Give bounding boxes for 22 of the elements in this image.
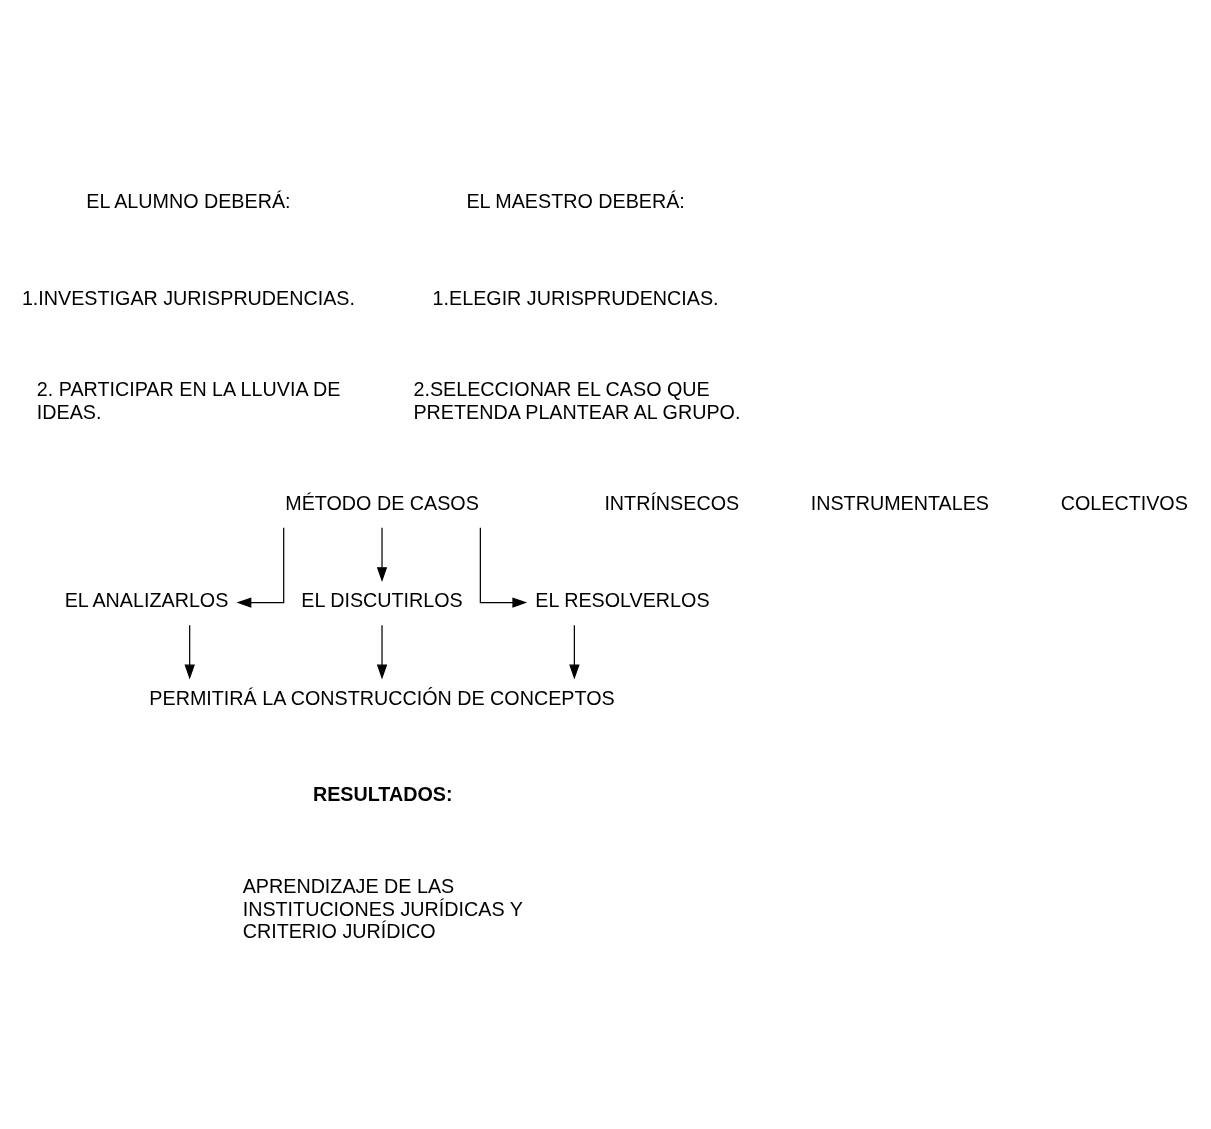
arrow	[376, 526, 388, 582]
label: RESULTADOS:	[312, 782, 453, 805]
label: EL MAESTRO DEBERÁ:	[466, 189, 685, 212]
label: INSTRUMENTALES	[810, 491, 989, 514]
label: 1.ELEGIR JURISPRUDENCIAS.	[432, 286, 719, 309]
node-text: EL DISCUTIRLOS	[301, 588, 463, 611]
node-text: EL ANALIZARLOS	[64, 588, 229, 611]
node-text: PERMITIRÁ LA CONSTRUCCIÓN DE CONCEPTOS	[149, 686, 615, 709]
arrow	[236, 526, 285, 608]
label: 2. PARTICIPAR EN LA LLUVIA DE IDEAS.	[36, 377, 341, 423]
label: 1.INVESTIGAR JURISPRUDENCIAS.	[21, 286, 355, 309]
label: 2.SELECCIONAR EL CASO QUE PRETENDA PLANTEAR AL GRUPO.	[413, 377, 741, 423]
arrow	[376, 624, 388, 679]
label: COLECTIVOS	[1060, 491, 1188, 514]
node-text: MÉTODO DE CASOS	[285, 491, 479, 514]
label: EL ALUMNO DEBERÁ:	[86, 189, 291, 212]
arrow	[479, 526, 528, 608]
node-text: EL RESOLVERLOS	[535, 588, 710, 611]
label: APRENDIZAJE DE LAS INSTITUCIONES JURÍDICAS Y CRITERIO JURÍDICO	[242, 874, 523, 942]
arrow	[569, 624, 580, 679]
arrow	[184, 624, 195, 679]
label: INTRÍNSECOS	[604, 491, 740, 514]
